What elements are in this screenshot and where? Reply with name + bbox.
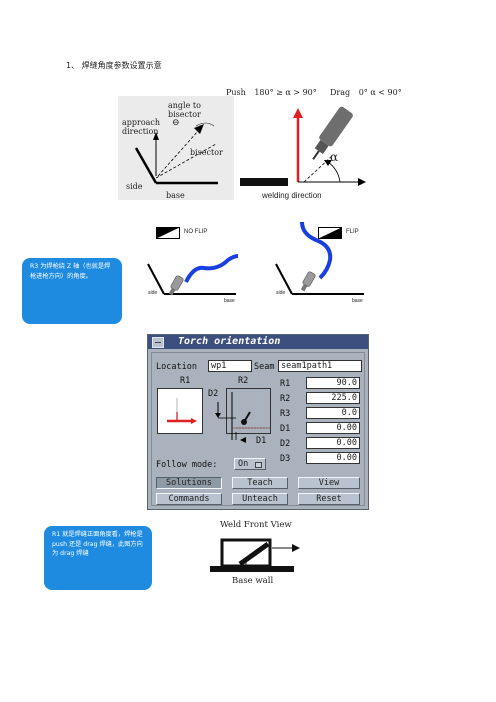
welding-direction-label: welding direction <box>262 191 322 200</box>
no-flip-base-label: base <box>224 298 235 304</box>
section-heading: 1、 焊缝角度参数设置示意 <box>66 61 162 70</box>
d2-label: D2 <box>208 389 219 399</box>
seam-label: Seam <box>254 362 275 372</box>
bisector-label: bisector <box>190 148 223 157</box>
panel-title: Torch orientation <box>178 336 281 347</box>
commands-button[interactable]: Commands <box>156 493 222 505</box>
location-field[interactable]: wp1 <box>208 360 252 372</box>
flip-label: FLIP <box>346 229 359 235</box>
flip-base-label: base <box>352 298 363 304</box>
no-flip-label: NO FLIP <box>184 229 208 235</box>
param-label-r2: R2 <box>280 394 291 404</box>
param-label-r1: R1 <box>280 379 291 389</box>
no-flip-side-label: side <box>148 290 158 296</box>
alpha-label: α <box>330 150 339 164</box>
r1-callout: R1 就是焊缝正面角度看，焊枪是 push 还是 drag 焊缝，此图方向为 d… <box>44 526 152 590</box>
window-menu-button[interactable] <box>152 337 164 348</box>
reset-button[interactable]: Reset <box>298 493 360 505</box>
weld-front-view-diagram <box>210 538 300 572</box>
param-field-r2[interactable]: 225.0 <box>306 392 360 404</box>
follow-mode-value: On <box>238 459 249 469</box>
drag-label: Drag <box>330 88 351 97</box>
d1-label: D1 <box>256 436 267 446</box>
unteach-button[interactable]: Unteach <box>232 493 288 505</box>
theta-icon: ⊖ <box>172 118 180 128</box>
r1-preview <box>157 388 203 434</box>
view-button[interactable]: View <box>298 477 360 489</box>
base-label: base <box>166 191 185 200</box>
r1-header: R1 <box>180 376 191 386</box>
param-label-d1: D1 <box>280 424 291 434</box>
flip-icon <box>318 227 342 239</box>
angle-bisector-label: bisector <box>168 110 201 119</box>
flip-side-label: side <box>276 290 286 296</box>
option-menu-icon <box>255 462 262 468</box>
r2-preview <box>215 388 271 443</box>
solutions-button[interactable]: Solutions <box>156 477 222 489</box>
param-field-r1[interactable]: 90.0 <box>306 377 360 389</box>
base-wall-label: Base wall <box>232 576 274 586</box>
push-drag-diagram <box>240 106 366 186</box>
approach-angle-diagram <box>118 96 234 200</box>
param-field-d1[interactable]: 0.00 <box>306 422 360 434</box>
side-label: side <box>126 182 143 191</box>
direction-label: direction <box>122 127 159 136</box>
follow-mode-label: Follow mode: <box>156 460 218 470</box>
param-field-d2[interactable]: 0.00 <box>306 437 360 449</box>
push-rule: 180° ≥ α > 90° <box>254 88 317 97</box>
drag-rule: 0° α < 90° <box>358 88 402 97</box>
r2-header: R2 <box>238 376 249 386</box>
param-label-d2: D2 <box>280 439 291 449</box>
param-field-r3[interactable]: 0.0 <box>306 407 360 419</box>
angle-to-label: angle to <box>168 101 201 110</box>
torch-no-flip-diagram <box>147 254 239 296</box>
location-label: Location <box>156 362 197 372</box>
seam-field[interactable]: seam1path1 <box>278 360 362 372</box>
param-field-d3[interactable]: 0.00 <box>306 452 360 464</box>
weld-front-view-title: Weld Front View <box>220 520 292 530</box>
torch-flip-diagram <box>275 221 364 295</box>
torch-orientation-panel: Torch orientation Location wp1 Seam seam… <box>147 334 369 510</box>
param-label-r3: R3 <box>280 409 291 419</box>
r3-callout: R3 为焊枪绕 Z 轴（也就是焊枪进枪方向）的角度。 <box>22 258 122 324</box>
teach-button[interactable]: Teach <box>232 477 288 489</box>
follow-mode-select[interactable]: On <box>234 458 266 470</box>
no-flip-icon <box>156 227 180 239</box>
approach-label: approach <box>122 118 161 127</box>
push-label: Push <box>226 88 246 97</box>
param-label-d3: D3 <box>280 454 291 464</box>
panel-titlebar: Torch orientation <box>148 335 368 349</box>
